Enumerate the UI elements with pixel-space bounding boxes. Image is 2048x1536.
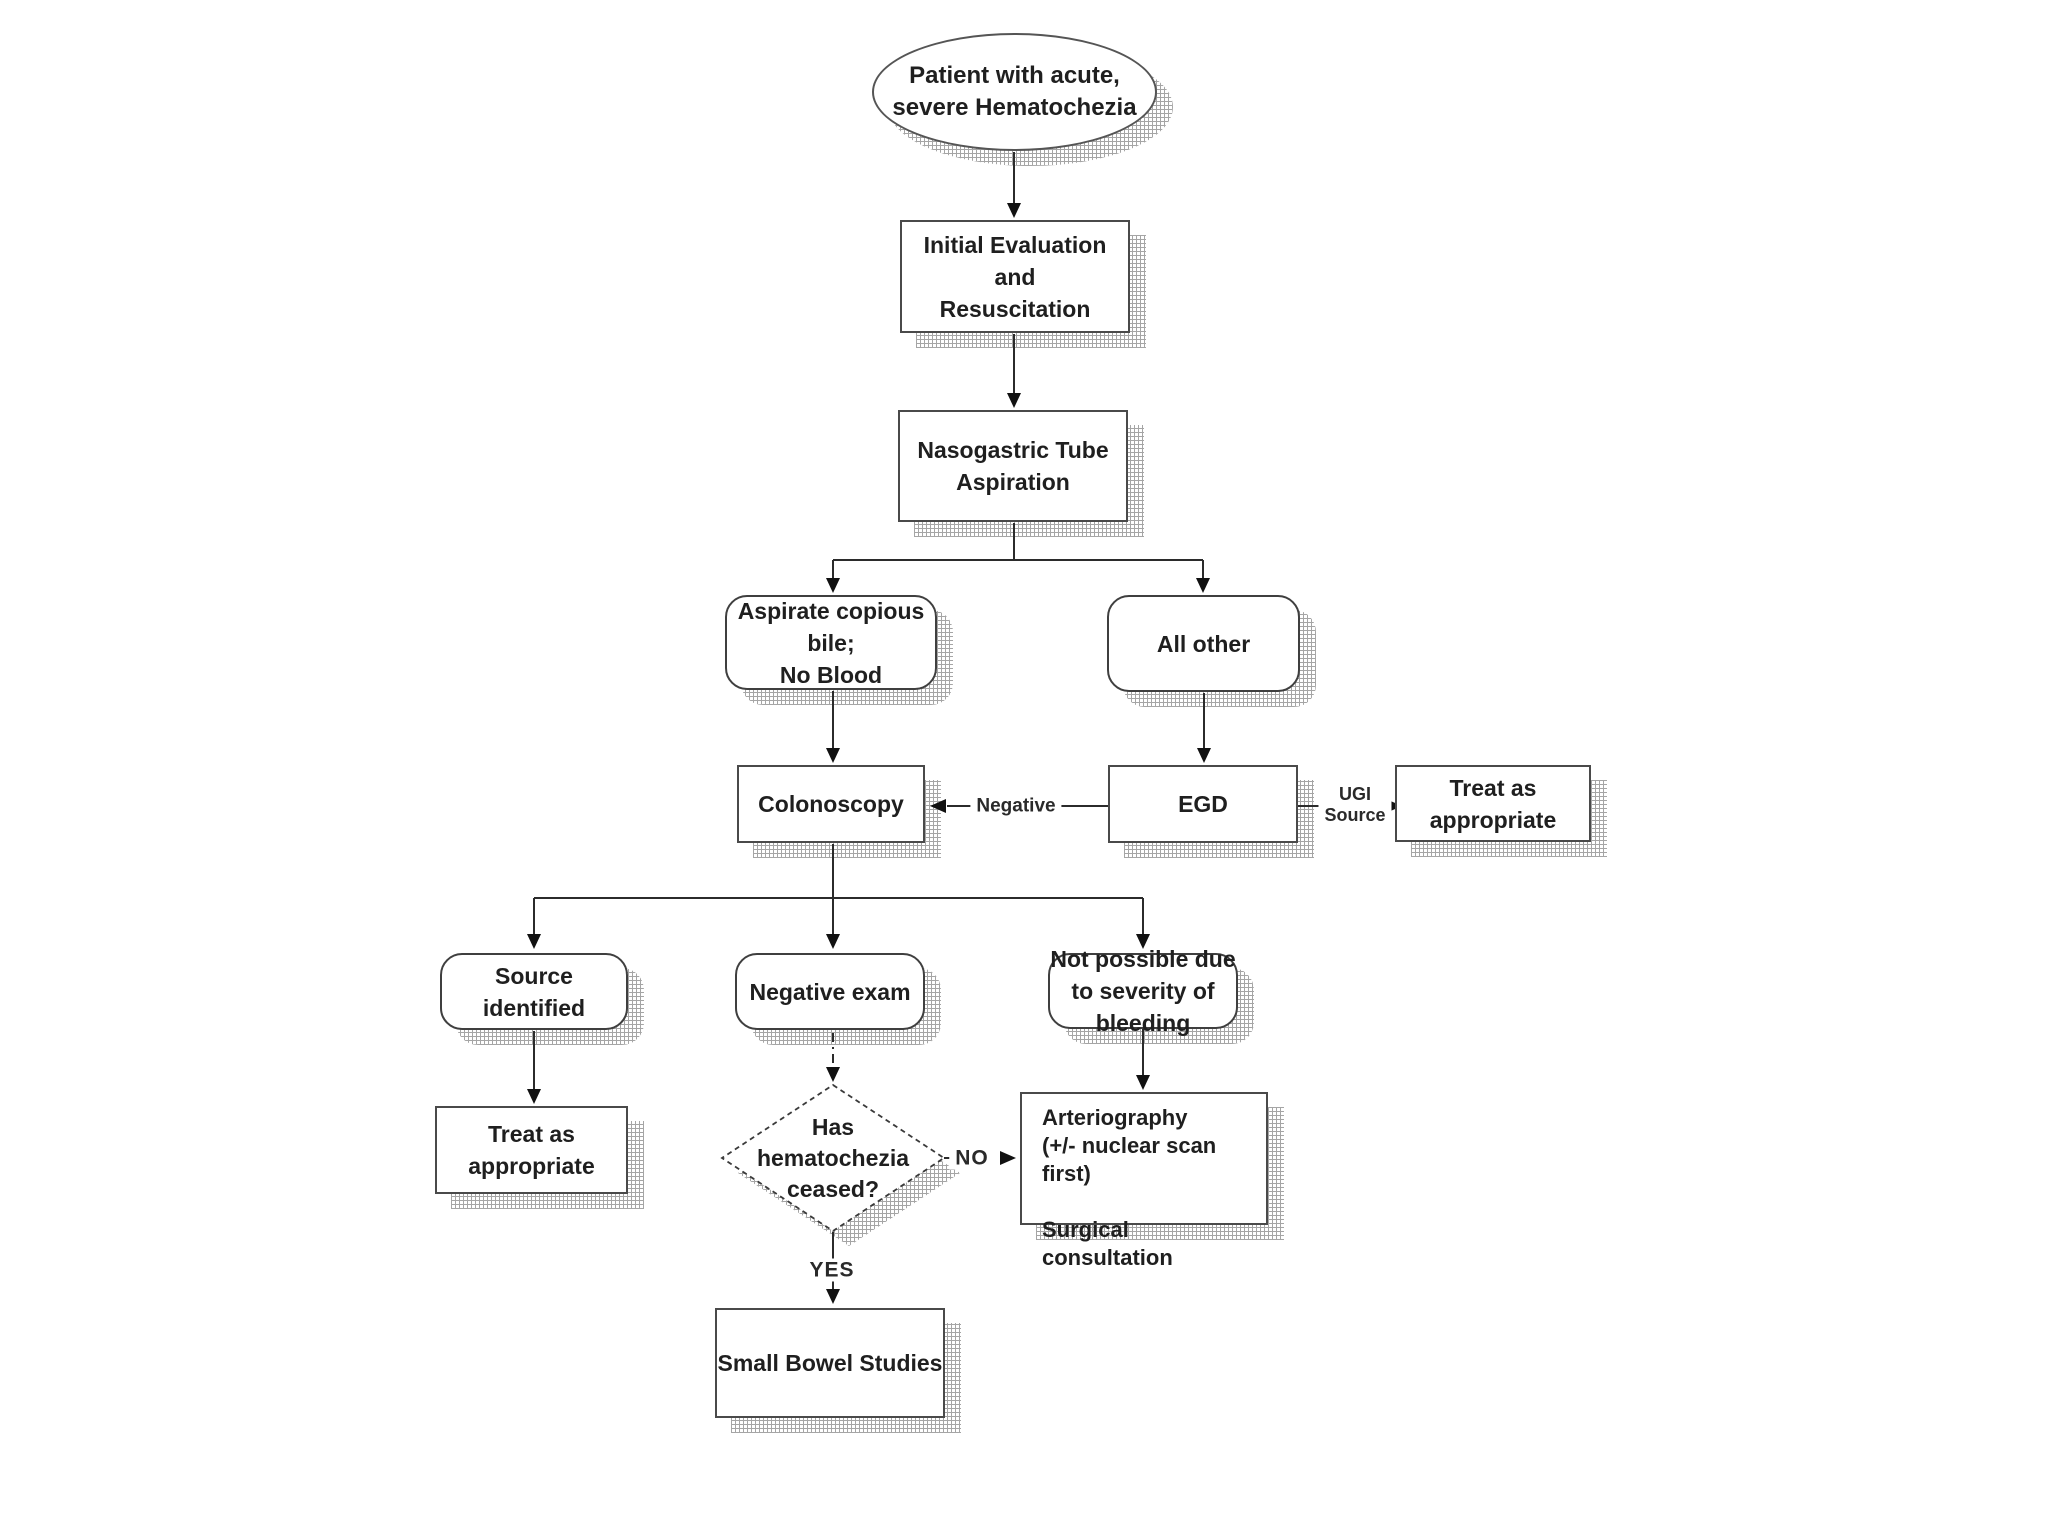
node-hematochezia-ceased: Has hematochezia ceased? (756, 1113, 910, 1202)
node-egd: EGD (1108, 765, 1298, 843)
node-label: All other (1156, 630, 1251, 657)
node-label: Aspirate copious bile; No Blood (737, 597, 925, 688)
node-label: Source identified (482, 962, 586, 1021)
node-label: Arteriography (+/- nuclear scan first) S… (1042, 1105, 1217, 1270)
edge-label-ugi-source: UGI Source (1318, 783, 1392, 827)
node-arteriography: Arteriography (+/- nuclear scan first) S… (1020, 1092, 1268, 1270)
node-negative-exam: Negative exam (735, 953, 925, 1030)
node-treat-as-appropriate-ugi: Treat as appropriate (1395, 765, 1591, 842)
node-label: Initial Evaluation and Resuscitation (923, 231, 1107, 322)
node-source-identified: Source identified (440, 953, 628, 1030)
node-colonoscopy: Colonoscopy (737, 765, 925, 843)
node-label: Colonoscopy (758, 791, 904, 817)
node-label: Small Bowel Studies (717, 1350, 943, 1376)
edge-label-negative: Negative (970, 794, 1062, 818)
node-label: Not possible due to severity of bleeding (1050, 946, 1236, 1036)
node-label: Patient with acute, severe Hematochezia (892, 62, 1137, 121)
node-label: Nasogastric Tube Aspiration (917, 437, 1109, 495)
node-label: Treat as appropriate (1429, 774, 1557, 833)
edge-label-no: NO (949, 1146, 995, 1170)
node-all-other: All other (1107, 595, 1300, 692)
node-initial-evaluation: Initial Evaluation and Resuscitation (900, 220, 1130, 333)
node-label: EGD (1178, 791, 1228, 817)
node-start: Patient with acute, severe Hematochezia (872, 33, 1157, 151)
node-not-possible: Not possible due to severity of bleeding (1048, 946, 1238, 1036)
node-label: Treat as appropriate (468, 1121, 595, 1179)
edge-label-yes: YES (803, 1258, 861, 1282)
node-aspirate-bile: Aspirate copious bile; No Blood (725, 595, 937, 690)
node-small-bowel-studies: Small Bowel Studies (715, 1308, 945, 1418)
node-treat-as-appropriate-source: Treat as appropriate (435, 1106, 628, 1194)
node-label: Negative exam (749, 978, 911, 1005)
node-nasogastric-aspiration: Nasogastric Tube Aspiration (898, 410, 1128, 522)
